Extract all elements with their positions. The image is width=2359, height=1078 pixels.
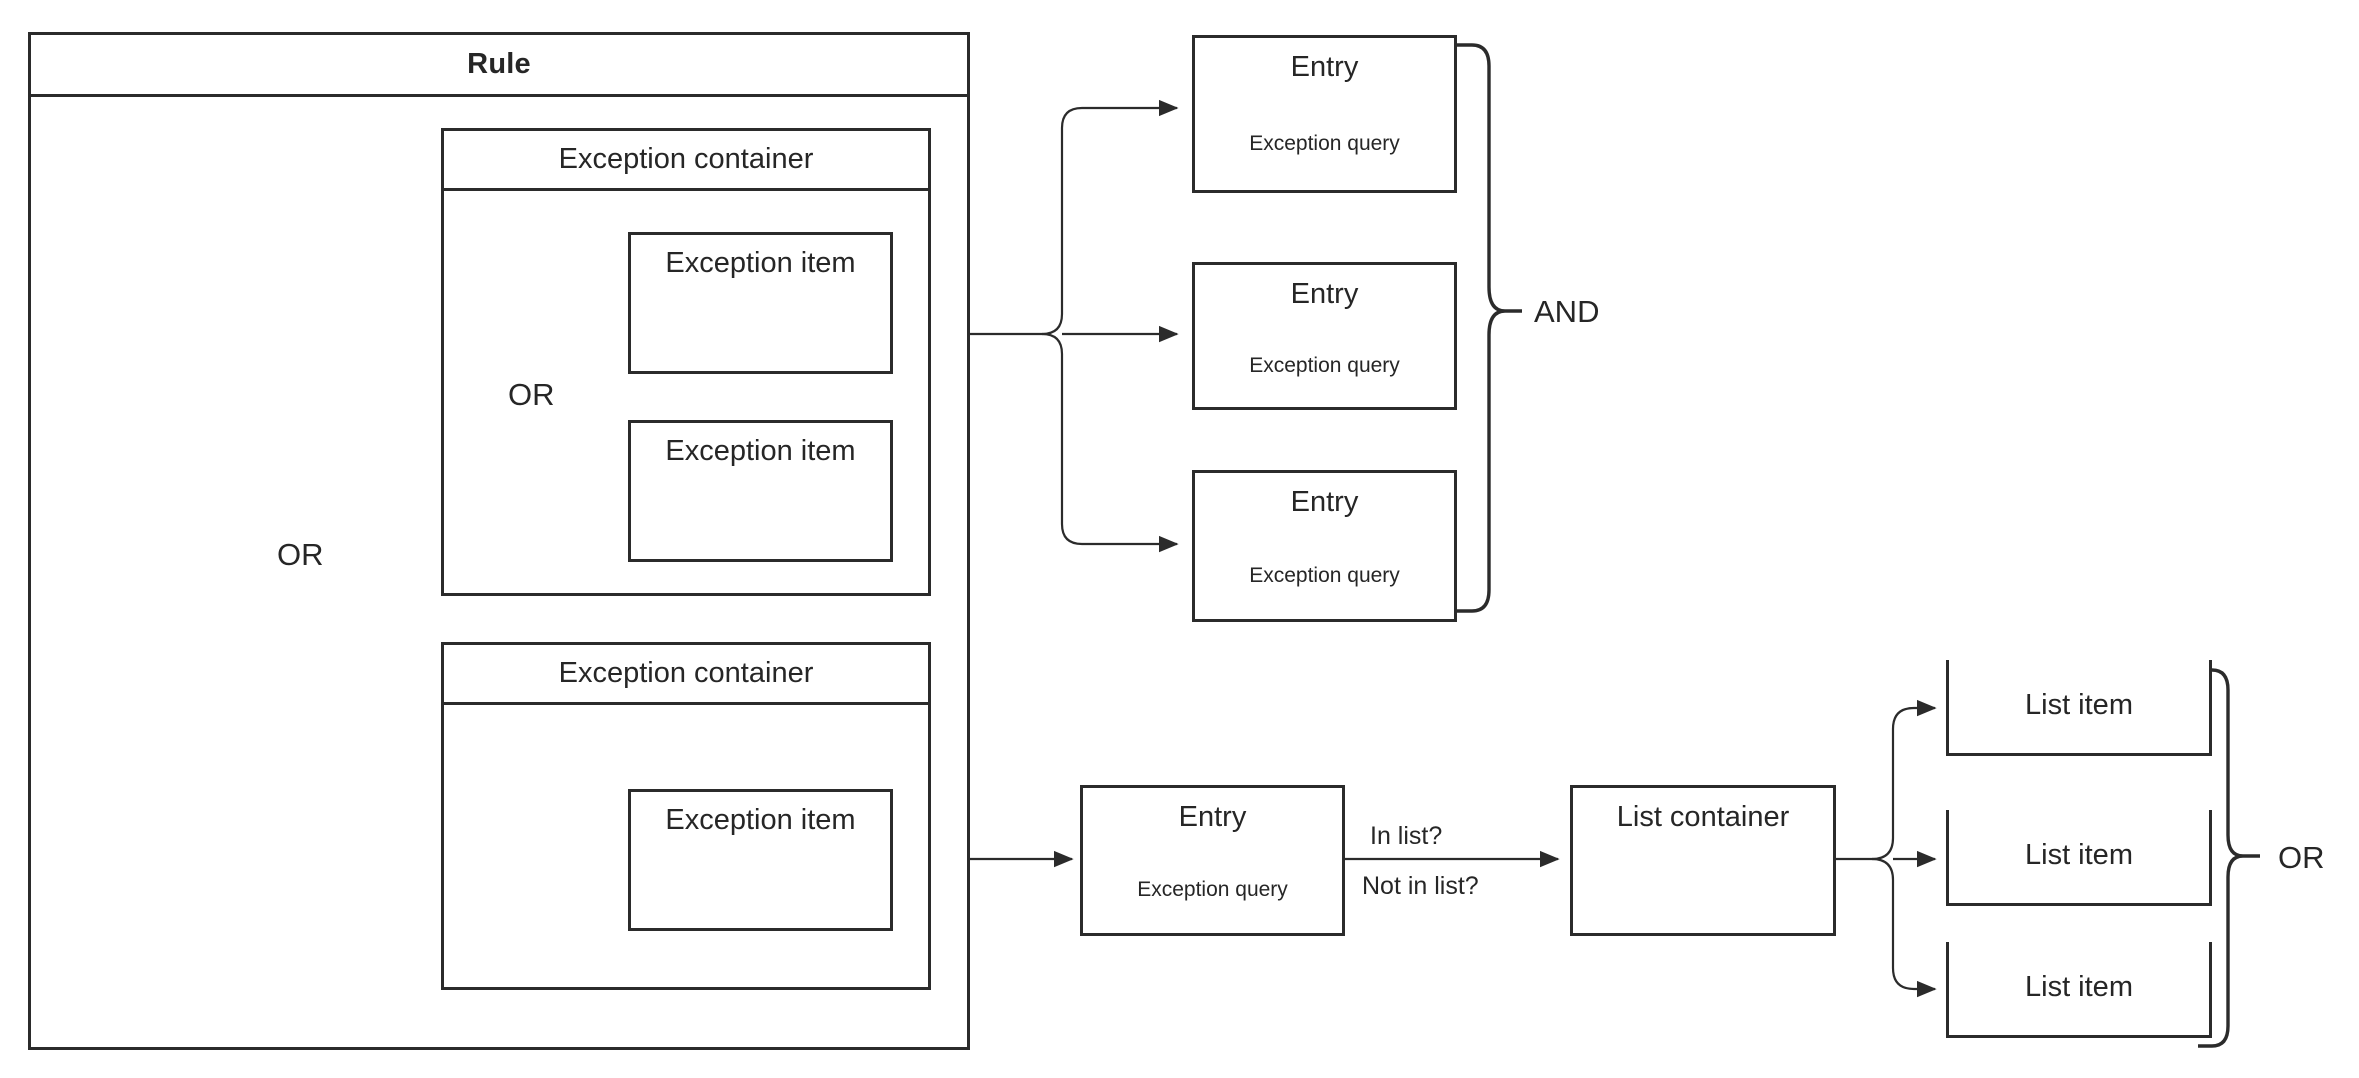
operator-inner-or: OR <box>508 377 555 412</box>
rule-title: Rule <box>467 48 531 80</box>
list-item-2-body: List item <box>1949 807 2209 903</box>
exception-item-1-body <box>631 292 890 371</box>
list-item-3[interactable]: List item <box>1946 939 2212 1038</box>
entry-bottom-body: Exception query <box>1083 847 1342 933</box>
list-item-1[interactable]: List item <box>1946 657 2212 756</box>
list-item-3-body: List item <box>1949 939 2209 1035</box>
entry-2[interactable]: Entry Exception query <box>1192 262 1457 410</box>
exception-item-3-body <box>631 849 890 928</box>
list-container-header: List container <box>1573 788 1833 850</box>
list-item-2-label: List item <box>2025 838 2133 871</box>
list-container-body <box>1573 847 1833 933</box>
entry-3-title: Entry <box>1290 486 1359 518</box>
operator-outer-or: OR <box>277 537 324 572</box>
list-item-1-label: List item <box>2025 688 2133 721</box>
entry-3-header: Entry <box>1195 473 1454 535</box>
entry-1-body: Exception query <box>1195 97 1454 190</box>
entry-bottom[interactable]: Entry Exception query <box>1080 785 1345 936</box>
exception-item-1-header: Exception item <box>631 235 890 295</box>
exception-container-2-title: Exception container <box>558 657 814 689</box>
entry-2-header: Entry <box>1195 265 1454 327</box>
exception-container-2-header: Exception container <box>444 645 928 705</box>
exception-item-3[interactable]: Exception item <box>628 789 893 931</box>
exception-item-2-body <box>631 480 890 559</box>
operator-and: AND <box>1534 294 1600 329</box>
entry-2-subtitle: Exception query <box>1249 353 1400 377</box>
exception-container-1-title: Exception container <box>558 143 814 175</box>
exception-item-2-title: Exception item <box>665 435 856 467</box>
entry-bottom-header: Entry <box>1083 788 1342 850</box>
edge-label-not-in-list: Not in list? <box>1362 872 1479 900</box>
list-item-3-label: List item <box>2025 970 2133 1003</box>
exception-item-1[interactable]: Exception item <box>628 232 893 374</box>
list-item-2[interactable]: List item <box>1946 807 2212 906</box>
exception-container-1-header: Exception container <box>444 131 928 191</box>
exception-item-2-header: Exception item <box>631 423 890 483</box>
entry-3[interactable]: Entry Exception query <box>1192 470 1457 622</box>
entry-2-body: Exception query <box>1195 324 1454 407</box>
edge-label-in-list: In list? <box>1370 822 1443 850</box>
operator-list-or: OR <box>2278 840 2325 875</box>
exception-item-1-title: Exception item <box>665 247 856 279</box>
entry-1-header: Entry <box>1195 38 1454 100</box>
entry-3-body: Exception query <box>1195 532 1454 619</box>
brace-and <box>1457 43 1522 613</box>
exception-item-3-header: Exception item <box>631 792 890 852</box>
entry-bottom-subtitle: Exception query <box>1137 878 1288 901</box>
exception-item-2[interactable]: Exception item <box>628 420 893 562</box>
entry-1-subtitle: Exception query <box>1249 131 1400 155</box>
list-item-1-body: List item <box>1949 657 2209 753</box>
entry-3-subtitle: Exception query <box>1249 563 1400 587</box>
rule-header: Rule <box>31 35 967 97</box>
entry-1[interactable]: Entry Exception query <box>1192 35 1457 193</box>
edge-listcontainer-to-items <box>1836 699 1937 998</box>
entry-2-title: Entry <box>1290 278 1359 310</box>
entry-bottom-title: Entry <box>1178 801 1247 833</box>
exception-item-3-title: Exception item <box>665 804 856 836</box>
list-container[interactable]: List container <box>1570 785 1836 936</box>
entry-1-title: Entry <box>1290 51 1359 83</box>
list-container-title: List container <box>1616 801 1790 833</box>
